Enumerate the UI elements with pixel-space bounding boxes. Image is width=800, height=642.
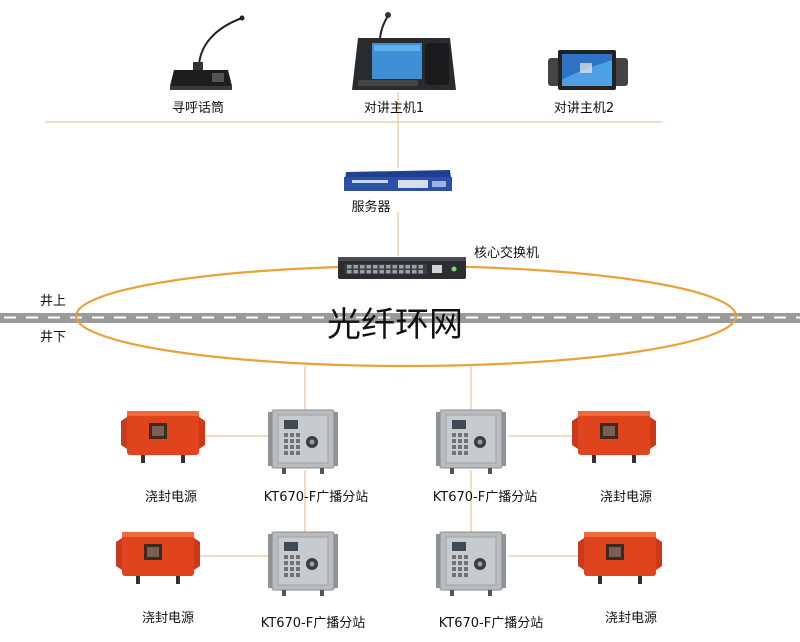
psu-label-row1-right: 浇封电源 xyxy=(599,490,653,505)
station-row1-left-icon xyxy=(268,409,338,474)
core-switch-label: 核心交换机 xyxy=(474,246,540,261)
psu-label-row2-left: 浇封电源 xyxy=(141,611,195,626)
connection-lines xyxy=(45,92,662,557)
intercom-host1-label: 对讲主机1 xyxy=(363,101,425,116)
switch-ports xyxy=(347,265,423,274)
station-row2-right-icon xyxy=(436,531,506,596)
above-ground-label: 井上 xyxy=(40,294,67,309)
psu-row1-right-icon xyxy=(572,411,656,463)
server-label: 服务器 xyxy=(351,200,391,215)
ground-boundary-line xyxy=(0,313,800,323)
psu-row2-left-icon xyxy=(116,532,200,584)
intercom-host1-icon xyxy=(352,12,456,90)
psu-label-row2-right: 浇封电源 xyxy=(604,611,658,626)
fiber-ring-label: 光纤环网 xyxy=(327,305,463,345)
station-label-row2-left: KT670-F广播分站 xyxy=(260,616,366,631)
station-row1-right-icon xyxy=(436,409,506,474)
psu-label-row1-left: 浇封电源 xyxy=(144,490,198,505)
station-label-row2-right: KT670-F广播分站 xyxy=(438,616,544,631)
intercom-host2-icon xyxy=(548,50,628,90)
station-label-row1-left: KT670-F广播分站 xyxy=(263,490,369,505)
paging-microphone-label: 寻呼话筒 xyxy=(171,101,225,116)
intercom-host2-label: 对讲主机2 xyxy=(553,101,615,116)
psu-group xyxy=(116,411,662,584)
paging-microphone-icon xyxy=(170,15,245,90)
psu-row2-right-icon xyxy=(578,532,662,584)
station-label-row1-right: KT670-F广播分站 xyxy=(432,490,538,505)
station-row2-left-icon xyxy=(268,531,338,596)
station-group xyxy=(268,409,506,596)
psu-row1-left-icon xyxy=(121,411,205,463)
server-icon xyxy=(344,170,452,191)
below-ground-label: 井下 xyxy=(40,330,67,345)
